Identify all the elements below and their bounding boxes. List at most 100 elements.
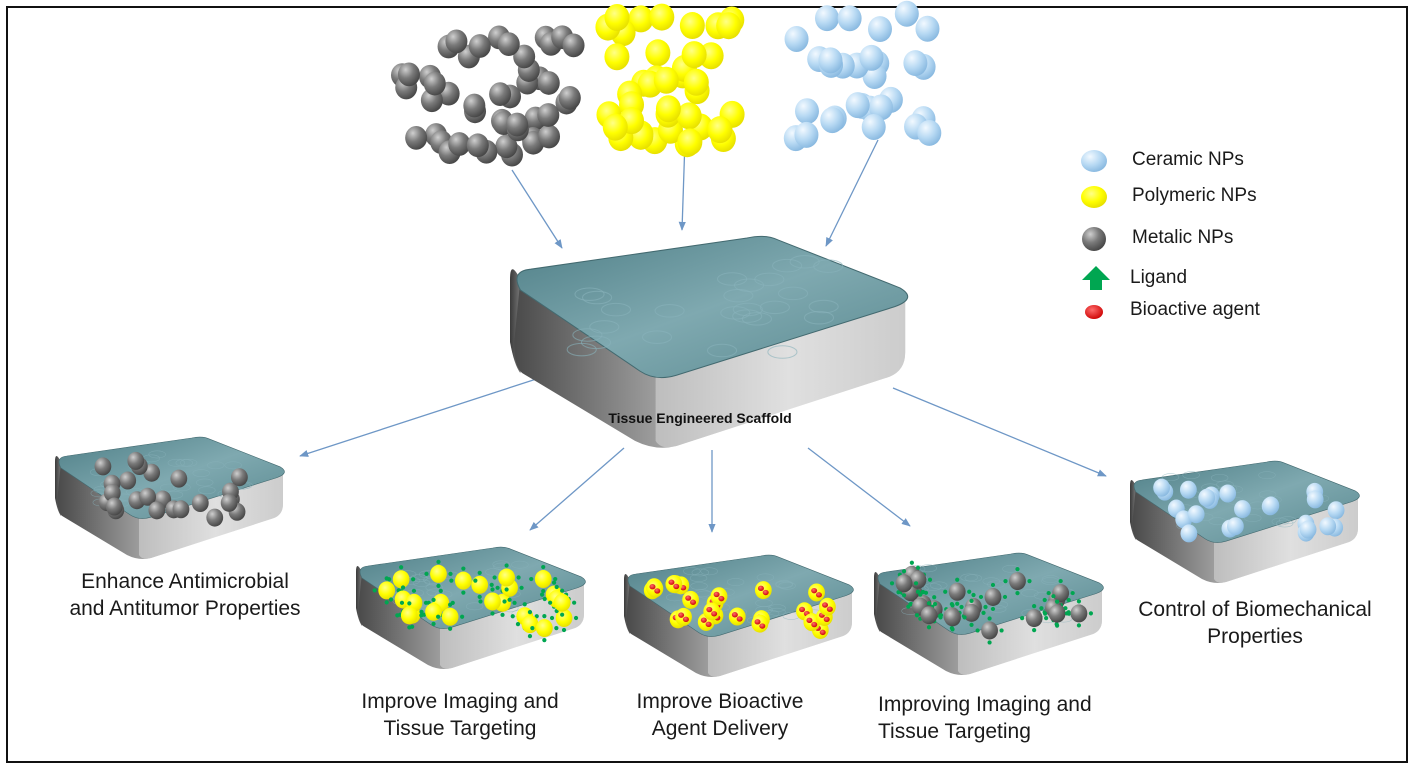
embedded-np: [1179, 480, 1197, 499]
embedded-np: [1180, 524, 1198, 543]
ligand-dot: [419, 613, 424, 618]
nanoparticle: [653, 66, 679, 94]
outcome-label-antimicrobial: Enhance Antimicrobial and Antitumor Prop…: [40, 568, 330, 622]
embedded-np: [105, 497, 123, 516]
ligand-dot: [1032, 604, 1037, 609]
scaffold-texture: [690, 582, 708, 591]
ligand-dot: [512, 600, 517, 605]
embedded-np: [555, 608, 573, 627]
ligand-dot: [932, 595, 937, 600]
embedded-np: [1153, 478, 1170, 497]
nanoparticle: [463, 93, 486, 118]
scaffold-texture: [511, 560, 529, 569]
scaffold-texture: [767, 345, 798, 359]
embedded-np: [682, 590, 700, 609]
nanoparticle: [861, 114, 886, 140]
embedded-np: [1070, 604, 1088, 623]
bioactive-agent: [706, 606, 713, 613]
nanoparticle: [707, 116, 733, 144]
scaffold-texture: [159, 483, 178, 492]
nanoparticle: [917, 120, 942, 146]
ligand-dot: [1039, 606, 1044, 611]
ligand-dot: [1032, 628, 1037, 633]
ligand-dot: [504, 563, 509, 568]
scaffold-texture: [813, 259, 844, 273]
embedded-np: [1234, 500, 1251, 519]
ligand-dot: [477, 570, 482, 575]
embedded-np: [148, 501, 166, 520]
scaffold-right-face: [655, 300, 906, 448]
scaffold-texture: [930, 581, 948, 590]
scaffold-right-face: [1214, 498, 1358, 583]
ligand-dot: [962, 615, 967, 620]
ligand-dot: [500, 612, 505, 617]
embedded-np: [1262, 496, 1280, 515]
ligand-dot: [1064, 611, 1070, 616]
scaffold-texture: [1258, 471, 1276, 480]
figure-frame: [6, 6, 1408, 763]
embedded-np: [119, 471, 137, 490]
ligand-dot: [1054, 623, 1060, 628]
flow-arrow: [807, 447, 911, 527]
scaffold-texture: [755, 599, 773, 607]
ligand-dot: [983, 604, 988, 610]
ligand-dot: [959, 604, 964, 610]
outcome-line: Properties: [1207, 625, 1303, 648]
ligand-dot: [889, 581, 895, 586]
bioactive-agent: [806, 617, 813, 624]
outcome-line: Tissue Targeting: [878, 720, 1031, 743]
ligand-dot: [449, 578, 454, 583]
nanoparticle: [497, 32, 520, 57]
ligand-dot: [1020, 616, 1025, 621]
ligand-dot: [495, 585, 500, 590]
embedded-np: [948, 582, 966, 601]
scaffold-texture: [1041, 575, 1060, 583]
ligand-dot: [990, 606, 996, 612]
ligand-dot: [926, 601, 932, 606]
ligand-dot: [448, 571, 453, 577]
ligand-dot: [969, 622, 974, 627]
embedded-np: [454, 571, 472, 590]
bioactive-agent: [711, 611, 718, 617]
nanoparticle: [649, 3, 675, 31]
bioactive-agent: [757, 585, 764, 592]
arrows-layer: [299, 139, 1107, 533]
nanoparticle: [683, 68, 709, 96]
embedded-np: [400, 606, 418, 625]
outcome-label-imaging: Improve Imaging and Tissue Targeting: [330, 688, 590, 742]
nanoparticle: [681, 41, 707, 69]
scaffold-texture: [198, 486, 216, 495]
embedded-np: [1187, 505, 1205, 524]
outcome-line: Improve Imaging and: [361, 690, 559, 713]
embedded-np: [1319, 517, 1337, 536]
embedded-np: [675, 607, 692, 626]
ligand-dot: [969, 598, 974, 603]
scaffold-delivery: [624, 554, 854, 677]
nanoparticle: [645, 39, 671, 67]
scaffold-texture: [759, 300, 790, 315]
nanoparticle: [814, 5, 839, 32]
embedded-np: [1025, 609, 1043, 628]
embedded-np: [703, 602, 721, 621]
polymeric-np-cluster: [595, 3, 745, 158]
ligand-dot: [1015, 590, 1020, 596]
ligand-dot: [490, 611, 495, 616]
scaffold-texture: [426, 588, 444, 597]
bioactive-agent: [668, 579, 675, 585]
bioactive-agent: [811, 587, 818, 594]
embedded-np: [471, 575, 489, 594]
bioactive-agent: [823, 616, 830, 623]
ligand-dot: [407, 601, 412, 606]
ligand-dot: [918, 592, 923, 597]
flow-arrow: [511, 169, 563, 249]
ligand-dot: [1042, 597, 1047, 603]
bioactive-agent: [690, 599, 697, 605]
ligand-dot: [901, 593, 907, 598]
ligand-dot: [436, 559, 441, 565]
scaffold-texture: [683, 567, 701, 576]
ligand-dot: [950, 627, 955, 632]
embedded-np: [535, 619, 553, 638]
ligand-dot: [955, 577, 960, 582]
ligand-dot: [423, 600, 429, 605]
